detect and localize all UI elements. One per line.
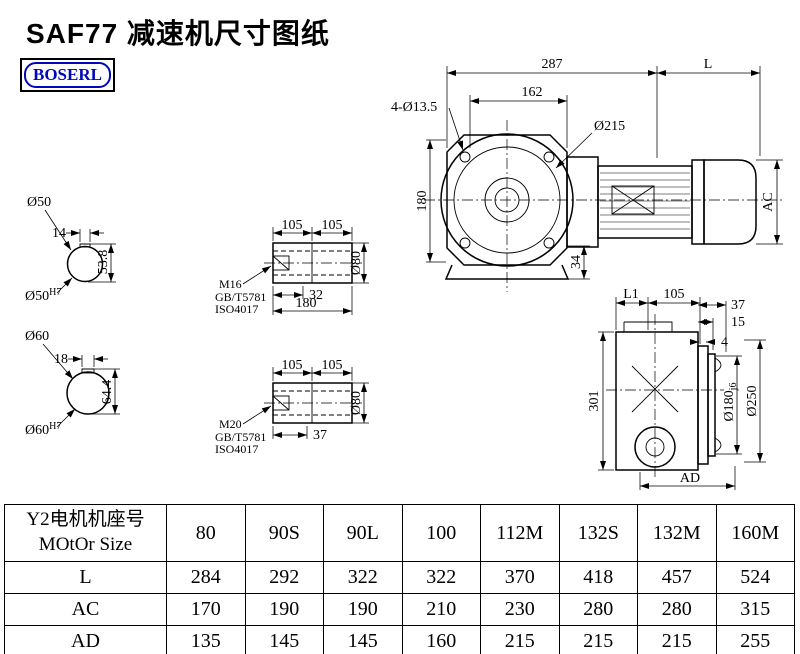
dim-AD-label: AD bbox=[680, 471, 700, 486]
row-label-L: L bbox=[4, 561, 167, 594]
cell-AD-7: 255 bbox=[715, 625, 795, 654]
row-label-AC: AC bbox=[4, 593, 167, 626]
sleeve-bottom-105-right-label: 105 bbox=[322, 358, 343, 373]
dim-180-sleeve-label: 180 bbox=[296, 296, 317, 311]
dim-301-label: 301 bbox=[587, 391, 602, 412]
cell-AC-3: 210 bbox=[401, 593, 481, 626]
motor-size-header-cn: Y2电机机座号 bbox=[26, 509, 145, 531]
dim-287-label: 287 bbox=[542, 57, 563, 72]
dim-4-label: 4 bbox=[721, 335, 728, 350]
table-row-AD: AD 135 145 145 160 215 215 215 255 bbox=[4, 625, 795, 654]
dim-37-sleeve-label: 37 bbox=[313, 428, 327, 443]
page-title: SAF77 减速机尺寸图纸 bbox=[26, 18, 330, 49]
std-iso4017-top-label: ISO4017 bbox=[215, 302, 258, 316]
motor-size-header-cell: Y2电机机座号 MOtOr Size bbox=[4, 504, 167, 562]
cell-AC-5: 280 bbox=[558, 593, 638, 626]
cell-AD-0: 135 bbox=[166, 625, 246, 654]
cell-AD-5: 215 bbox=[558, 625, 638, 654]
table-row-AC: AC 170 190 190 210 230 280 280 315 bbox=[4, 593, 795, 626]
size-col-3: 100 bbox=[401, 504, 481, 562]
cell-AC-4: 230 bbox=[480, 593, 560, 626]
dia-215-label: Ø215 bbox=[594, 119, 625, 134]
shaft-sleeve-m20-view: 105 105 M20 GB/T5781 ISO4017 37 Ø80 bbox=[215, 358, 369, 456]
cell-L-0: 284 bbox=[166, 561, 246, 594]
cell-L-1: 292 bbox=[244, 561, 324, 594]
size-col-1: 90S bbox=[244, 504, 324, 562]
cell-L-4: 370 bbox=[480, 561, 560, 594]
output-bore-50-view: 14 Ø50 53.8 Ø50H7 bbox=[25, 195, 116, 304]
cell-L-2: 322 bbox=[323, 561, 403, 594]
thread-m16-label: M16 bbox=[219, 277, 242, 291]
dim-162-label: 162 bbox=[522, 85, 543, 100]
cell-L-7: 524 bbox=[715, 561, 795, 594]
std-iso4017-bottom-label: ISO4017 bbox=[215, 442, 258, 456]
dim-L-label: L bbox=[704, 57, 713, 72]
dia-80-top-label: Ø80 bbox=[349, 251, 364, 275]
cell-AD-6: 215 bbox=[637, 625, 717, 654]
dim-32-label: 32 bbox=[309, 288, 323, 303]
key-height-64.4-label: 64.4 bbox=[100, 380, 115, 405]
shaft-sleeve-m16-view: 105 105 M16 GB/T5781 ISO4017 32 180 Ø80 bbox=[215, 218, 369, 316]
dia-50-label: Ø50 bbox=[27, 195, 51, 210]
cell-AD-4: 215 bbox=[480, 625, 560, 654]
brand-logo-text: BOSERL bbox=[24, 62, 111, 88]
dia-250-label: Ø250 bbox=[745, 385, 760, 416]
cell-AD-2: 145 bbox=[323, 625, 403, 654]
cell-L-5: 418 bbox=[558, 561, 638, 594]
std-gb5781-top-label: GB/T5781 bbox=[215, 290, 266, 304]
dim-34-label: 34 bbox=[569, 255, 584, 269]
dim-105-side-label: 105 bbox=[664, 287, 685, 302]
dimension-drawing-canvas: 287 L 162 4-Ø13.5 Ø215 180 bbox=[25, 57, 783, 490]
size-col-7: 160M bbox=[715, 504, 795, 562]
key-height-53.8-label: 53.8 bbox=[96, 250, 111, 275]
cell-AC-7: 315 bbox=[715, 593, 795, 626]
size-col-0: 80 bbox=[166, 504, 246, 562]
dim-180-label: 180 bbox=[415, 191, 430, 212]
cell-AC-2: 190 bbox=[323, 593, 403, 626]
size-col-5: 132S bbox=[558, 504, 638, 562]
side-view: L1 105 37 15 4 301 Ø180j6 bbox=[587, 287, 766, 490]
size-col-2: 90L bbox=[323, 504, 403, 562]
sleeve-bottom-105-left-label: 105 bbox=[282, 358, 303, 373]
motor-size-table: Y2电机机座号 MOtOr Size 80 90S 90L 100 112M 1… bbox=[4, 504, 795, 654]
cell-AD-3: 160 bbox=[401, 625, 481, 654]
front-view: 287 L 162 4-Ø13.5 Ø215 180 bbox=[391, 57, 783, 292]
cell-L-3: 322 bbox=[401, 561, 481, 594]
std-gb5781-bottom-label: GB/T5781 bbox=[215, 430, 266, 444]
table-header-row: Y2电机机座号 MOtOr Size 80 90S 90L 100 112M 1… bbox=[4, 504, 795, 562]
cell-AC-0: 170 bbox=[166, 593, 246, 626]
table-row-L: L 284 292 322 322 370 418 457 524 bbox=[4, 561, 795, 594]
dim-L1-label: L1 bbox=[623, 287, 639, 302]
bolt-holes-label: 4-Ø13.5 bbox=[391, 100, 437, 115]
cell-AC-6: 280 bbox=[637, 593, 717, 626]
dia-80-bottom-label: Ø80 bbox=[349, 391, 364, 415]
dim-37-side-label: 37 bbox=[731, 298, 745, 313]
key-width-18-label: 18 bbox=[54, 352, 68, 367]
cell-L-6: 457 bbox=[637, 561, 717, 594]
motor-size-header-en: MOtOr Size bbox=[38, 534, 133, 555]
sleeve-top-105-left-label: 105 bbox=[282, 218, 303, 233]
row-label-AD: AD bbox=[4, 625, 167, 654]
sleeve-top-105-right-label: 105 bbox=[322, 218, 343, 233]
dim-AC-label: AC bbox=[761, 192, 776, 211]
cell-AC-1: 190 bbox=[244, 593, 324, 626]
output-bore-60-view: 18 Ø60 64.4 Ø60H7 bbox=[25, 329, 120, 438]
bore-50-fit-label: Ø50H7 bbox=[25, 287, 61, 304]
bore-60-fit-label: Ø60H7 bbox=[25, 421, 61, 438]
size-col-4: 112M bbox=[480, 504, 560, 562]
dia-180-flange-label: Ø180j6 bbox=[722, 383, 739, 422]
dim-15-label: 15 bbox=[731, 315, 745, 330]
cell-AD-1: 145 bbox=[244, 625, 324, 654]
size-col-6: 132M bbox=[637, 504, 717, 562]
dia-60-label: Ø60 bbox=[25, 329, 49, 344]
thread-m20-label: M20 bbox=[219, 417, 242, 431]
brand-logo: BOSERL bbox=[20, 58, 115, 92]
